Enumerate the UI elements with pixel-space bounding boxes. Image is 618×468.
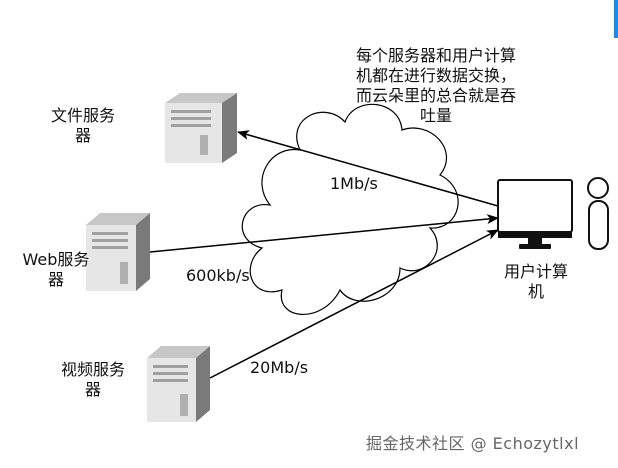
- web-server-label-line: 器: [47, 270, 64, 289]
- edge-label-web: 600kb/s: [186, 266, 250, 285]
- web-server-label-line: Web服务: [22, 250, 90, 269]
- annotation-line: 机都在进行数据交换，: [355, 66, 516, 85]
- monitor-icon: [497, 179, 573, 249]
- file-server-icon: [165, 93, 237, 163]
- annotation-text: 每个服务器和用户计算 机都在进行数据交换， 而云朵里的总合就是吞 吐量: [336, 46, 536, 126]
- file-server-label: 文件服务 器: [38, 106, 128, 146]
- annotation-line: 而云朵里的总合就是吞: [355, 86, 516, 105]
- edge-label-file: 1Mb/s: [330, 174, 378, 193]
- watermark-text: 掘金技术社区 @ Echozytlxl: [366, 434, 580, 453]
- edge-accent-bar: [614, 0, 618, 38]
- annotation-line: 吐量: [419, 106, 452, 125]
- edge-label-video: 20Mb/s: [250, 358, 309, 377]
- file-server-label-line: 文件服务: [50, 106, 115, 125]
- user-icon: [587, 177, 609, 250]
- user-computer-label-line: 用户计算: [503, 262, 568, 281]
- annotation-line: 每个服务器和用户计算: [355, 46, 516, 65]
- user-computer-label-line: 机: [527, 282, 544, 301]
- edge-web-server: [149, 214, 499, 253]
- edge-video-server: [209, 229, 499, 379]
- web-server-label: Web服务 器: [12, 250, 100, 290]
- file-server-label-line: 器: [74, 126, 91, 145]
- video-server-label-line: 视频服务: [60, 360, 125, 379]
- video-server-label: 视频服务 器: [48, 360, 138, 400]
- edge-file-server: [237, 130, 499, 207]
- video-server-icon: [147, 346, 210, 422]
- video-server-label-line: 器: [84, 380, 101, 399]
- web-server-icon: [86, 213, 150, 291]
- cloud-shape: [241, 103, 459, 315]
- user-computer-label: 用户计算 机: [488, 262, 584, 302]
